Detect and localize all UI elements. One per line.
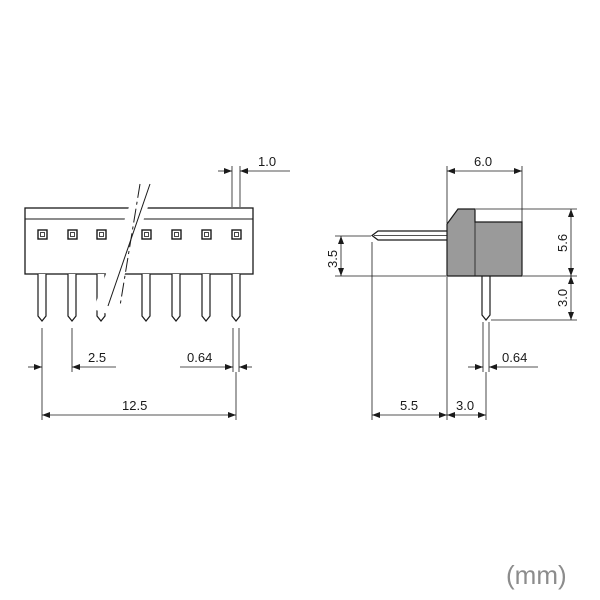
front-view: 1.0 2.5 0.64 12.5 xyxy=(24,154,290,420)
dim-lead-offset: 3.0 xyxy=(447,398,486,418)
side-body xyxy=(446,208,523,277)
dim-label-total-length: 12.5 xyxy=(122,398,147,413)
front-pins xyxy=(37,274,241,322)
dim-label-lead-length: 3.0 xyxy=(555,289,570,307)
dim-pin-extension: 5.5 xyxy=(371,242,487,420)
side-view: 6.0 5.6 3.0 3.5 0.64 xyxy=(325,154,577,420)
dim-label-body-depth: 6.0 xyxy=(474,154,492,169)
dim-lead-length: 3.0 xyxy=(491,276,577,321)
dim-label-pin-extension: 5.5 xyxy=(400,398,418,413)
dim-pin-width: 1.0 xyxy=(218,154,290,207)
dim-body-height: 5.6 xyxy=(476,208,577,277)
dim-body-depth: 6.0 xyxy=(446,154,523,246)
dim-label-pin-thickness-side: 0.64 xyxy=(502,350,527,365)
dim-label-pin-height: 3.5 xyxy=(325,250,340,268)
contact-windows xyxy=(37,229,242,240)
dim-pin-height: 3.5 xyxy=(325,235,446,277)
dim-label-pin-thickness-front: 0.64 xyxy=(187,350,212,365)
break-lines xyxy=(93,176,157,316)
dim-label-pitch: 2.5 xyxy=(88,350,106,365)
dim-label-lead-offset: 3.0 xyxy=(456,398,474,413)
dim-label-pin-width: 1.0 xyxy=(258,154,276,169)
unit-label: (mm) xyxy=(506,560,567,590)
dim-pitch: 2.5 xyxy=(28,328,116,372)
dim-label-body-height: 5.6 xyxy=(555,234,570,252)
dim-pin-thickness-side: 0.64 xyxy=(468,322,538,372)
dim-pin-thickness-front: 0.64 xyxy=(180,328,252,372)
side-vertical-lead xyxy=(481,276,491,321)
dim-total-length: 12.5 xyxy=(41,372,237,420)
